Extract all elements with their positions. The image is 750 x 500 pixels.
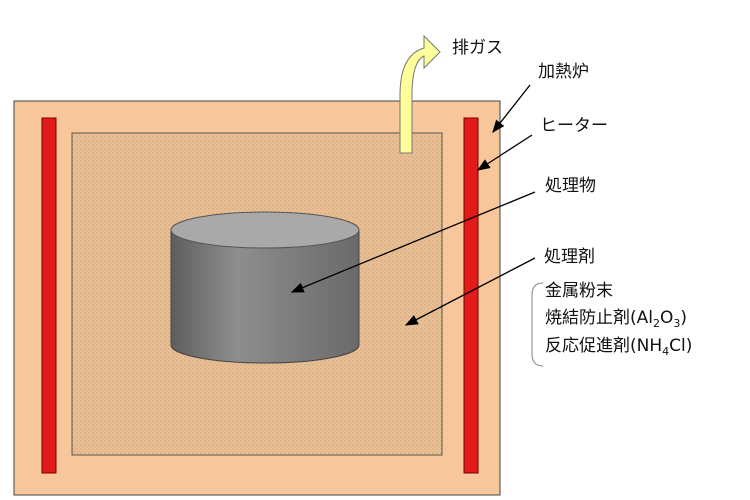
exhaust-arrow [399,34,441,154]
workpiece-cylinder [170,211,360,364]
agent-components-bracket [531,282,544,367]
label-agent: 処理剤 [544,247,595,267]
heater-left [41,117,57,474]
leader-heater [476,134,533,171]
agent-component-accelerator: 反応促進剤(NH4Cl) [545,336,693,358]
agent-component-anti-sinter: 焼結防止剤(Al2O3) [545,308,688,330]
label-exhaust: 排ガス [452,38,503,58]
label-heater: ヒーター [540,116,608,136]
leader-workpiece [290,191,536,293]
heater-right [463,117,479,474]
label-workpiece: 処理物 [545,176,596,196]
agent-component-metal-powder: 金属粉末 [545,281,613,301]
leader-furnace [492,84,531,134]
label-furnace: 加熱炉 [538,62,589,82]
leader-agent [404,257,536,326]
